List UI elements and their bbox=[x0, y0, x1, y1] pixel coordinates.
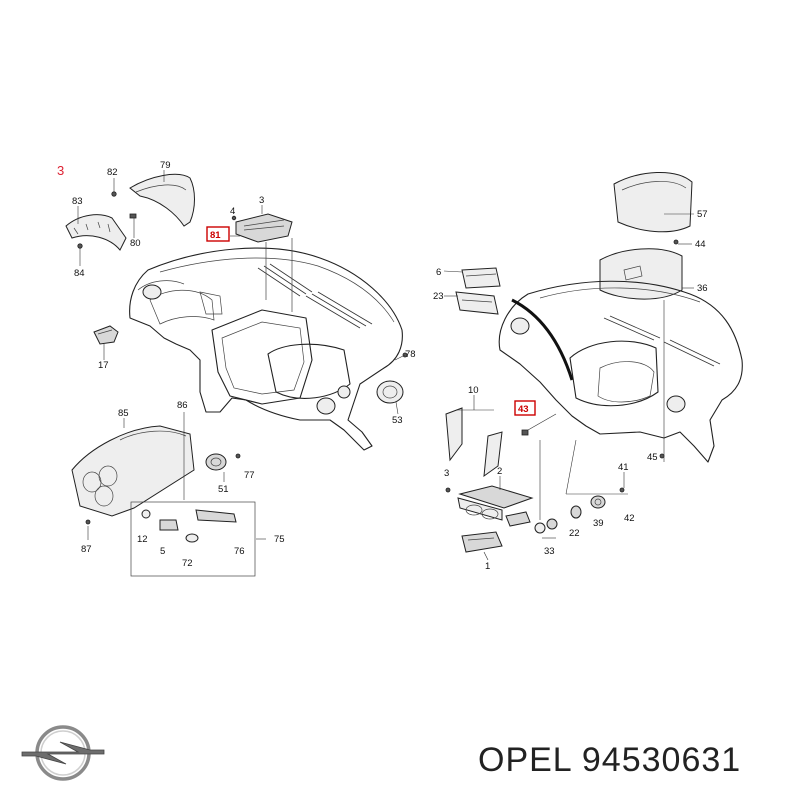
callout-51: 51 bbox=[218, 484, 229, 495]
part-23-bracket bbox=[455, 291, 499, 315]
callout-6: 6 bbox=[436, 267, 441, 278]
callout-22: 22 bbox=[569, 528, 580, 539]
highlight-box-81 bbox=[206, 226, 230, 242]
callout-82: 82 bbox=[107, 167, 118, 178]
part-6-bracket bbox=[461, 267, 501, 289]
callout-2: 2 bbox=[497, 466, 502, 477]
part-39-knob bbox=[590, 495, 606, 509]
part-10-side-panels bbox=[445, 407, 503, 478]
callout-85: 85 bbox=[118, 408, 129, 419]
callout-23: 23 bbox=[433, 291, 444, 302]
part-3-module bbox=[235, 213, 293, 243]
clip-80 bbox=[129, 213, 137, 219]
callout-17: 17 bbox=[98, 360, 109, 371]
callout-10: 10 bbox=[468, 385, 479, 396]
part-17-switch bbox=[93, 325, 119, 345]
right-dashboard bbox=[498, 280, 743, 463]
callout-87: 87 bbox=[81, 544, 92, 555]
screw-4 bbox=[231, 215, 237, 221]
callout-12: 12 bbox=[137, 534, 148, 545]
callout-4: 4 bbox=[230, 206, 235, 217]
left-dashboard bbox=[129, 238, 403, 451]
leader-lines bbox=[77, 170, 694, 561]
callout-3: 3 bbox=[259, 195, 264, 206]
callout-44: 44 bbox=[695, 239, 706, 250]
part-module-small bbox=[505, 511, 531, 527]
part-caption: OPEL 94530631 bbox=[478, 741, 742, 779]
fastener-82 bbox=[111, 191, 117, 197]
callout-53: 53 bbox=[392, 415, 403, 426]
fastener-84 bbox=[77, 243, 83, 249]
callout-45: 45 bbox=[647, 452, 658, 463]
callout-39: 39 bbox=[593, 518, 604, 529]
callout-labels: 79 82 83 80 84 4 3 81 17 78 53 85 86 77 … bbox=[72, 160, 708, 572]
callout-79: 79 bbox=[160, 160, 171, 171]
callout-43: 43 bbox=[518, 404, 529, 415]
callout-36: 36 bbox=[697, 283, 708, 294]
part-2-tray bbox=[457, 485, 534, 521]
callout-80: 80 bbox=[130, 238, 141, 249]
part-85-console bbox=[71, 425, 195, 525]
callout-78: 78 bbox=[405, 349, 416, 360]
part-83-bezel bbox=[65, 214, 127, 251]
part-79-cover bbox=[129, 173, 195, 227]
callout-5: 5 bbox=[160, 546, 165, 557]
callout-76: 76 bbox=[234, 546, 245, 557]
callout-77: 77 bbox=[244, 470, 255, 481]
part-57-airbag-cover bbox=[613, 172, 693, 245]
clip-43 bbox=[521, 429, 529, 436]
part-33-lighter bbox=[534, 518, 558, 534]
part-75-switch-box bbox=[130, 501, 256, 577]
screw-41 bbox=[619, 487, 625, 493]
callout-81: 81 bbox=[210, 230, 221, 241]
section-number: 3 bbox=[57, 163, 64, 178]
part-36-glovebox-door bbox=[599, 248, 683, 300]
part-1-ashtray bbox=[461, 531, 503, 553]
opel-logo-icon bbox=[21, 725, 105, 781]
callout-57: 57 bbox=[697, 209, 708, 220]
screw-3-right bbox=[445, 487, 451, 493]
callout-83: 83 bbox=[72, 196, 83, 207]
highlight-box-43 bbox=[514, 400, 536, 416]
callout-86: 86 bbox=[177, 400, 188, 411]
callout-3-right: 3 bbox=[444, 468, 449, 479]
callout-42: 42 bbox=[624, 513, 635, 524]
callout-72: 72 bbox=[182, 558, 193, 569]
part-22-socket bbox=[570, 505, 582, 519]
callout-84: 84 bbox=[74, 268, 85, 279]
callout-75: 75 bbox=[274, 534, 285, 545]
part-78-vent bbox=[376, 352, 408, 404]
callout-1: 1 bbox=[485, 561, 490, 572]
callout-33: 33 bbox=[544, 546, 555, 557]
callout-41: 41 bbox=[618, 462, 629, 473]
part-51-knob bbox=[205, 453, 241, 471]
